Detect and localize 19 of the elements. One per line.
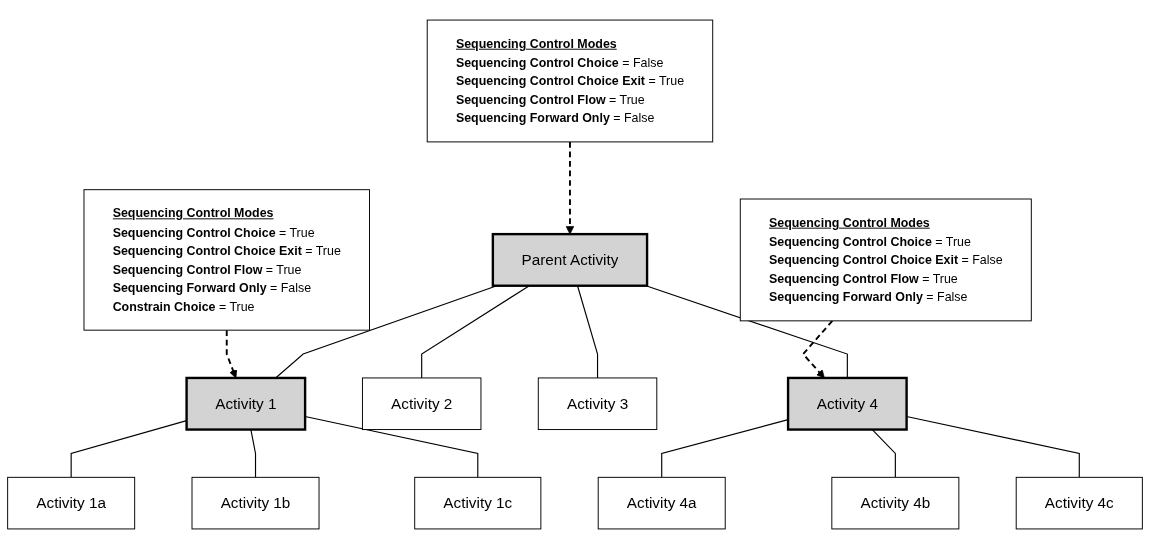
node-box: Activity 4a [597,476,726,530]
node-box: Activity 4 [786,376,908,431]
node-box: Sequencing Control Modes Sequencing Control Choice = True Sequencing Control Choice Exit = True Sequencing Control Flow = True Sequencing Forward Only = False Constrain Choice = True [83,189,370,331]
connector [576,285,599,379]
connector [906,415,1080,478]
connector [661,419,789,478]
node-box: Activity 3 [537,377,658,431]
arrow [565,140,575,235]
node-box: Parent Activity [491,232,649,287]
node-box: Activity 4c [1015,476,1143,530]
node-box: Activity 1a [7,476,136,530]
node-box: Activity 1c [414,476,542,530]
node-box: Activity 1 [185,376,307,431]
node-box: Sequencing Control Modes Sequencing Control Choice = True Sequencing Control Choice Exit = False Sequencing Control Flow = True Sequencing Forward Only = False [739,198,1032,322]
node-box: Activity 2 [361,377,482,431]
node-box: Sequencing Control Modes Sequencing Control Choice = False Sequencing Control Choice Exit = True Sequencing Control Flow = True Sequencing Forward Only = False [426,19,714,143]
node-box: Activity 1b [191,476,320,530]
connector [421,285,530,379]
node-box: Activity 4b [831,476,960,530]
